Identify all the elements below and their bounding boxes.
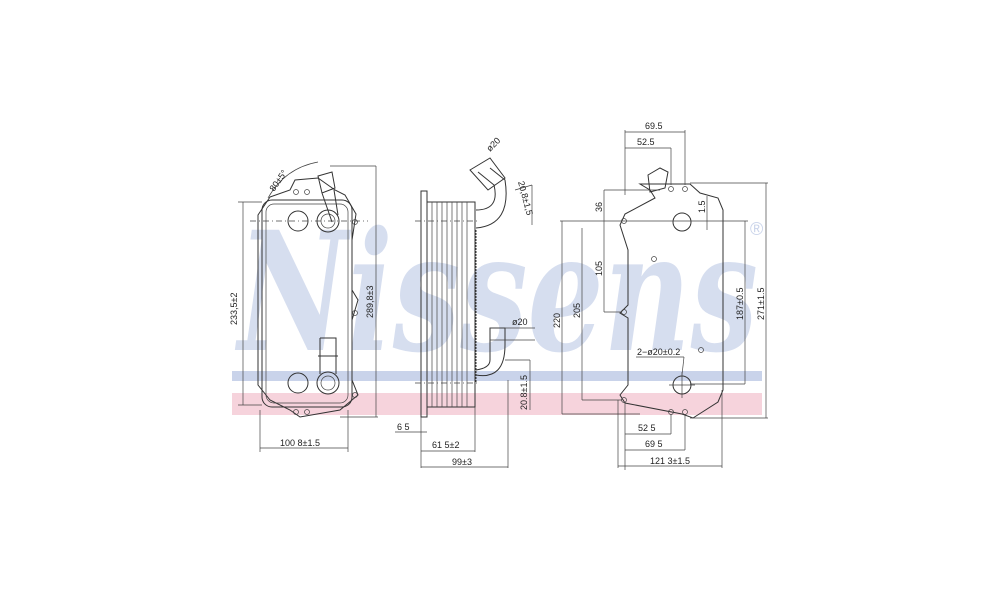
dim-36: 36 xyxy=(594,202,604,212)
dim-width: 100 8±1.5 xyxy=(280,438,320,448)
dim-220: 220 xyxy=(552,313,562,328)
dim-205: 205 xyxy=(572,303,582,318)
dim-bottom-inner: 52 5 xyxy=(638,423,656,433)
watermark-stripe-pink xyxy=(232,393,762,415)
watermark: Nissens ® xyxy=(232,195,763,415)
dim-width: 121 3±1.5 xyxy=(650,456,690,466)
dim-height-right: 289,8±3 xyxy=(365,286,375,318)
dim-depth-core: 61 5±2 xyxy=(432,440,459,450)
dim-holes: 2−ø20±0.2 xyxy=(637,347,680,357)
dim-top-outer: 69.5 xyxy=(645,121,663,131)
dim-187: 187±0.5 xyxy=(735,288,745,320)
dim-105: 105 xyxy=(594,261,604,276)
dim-pipe-bottom-dia: ø20 xyxy=(512,317,528,327)
front-view: 80±5° 233,5±2 289,8±3 100 8±1.5 xyxy=(229,161,378,452)
watermark-logo: Nissens xyxy=(234,195,758,389)
dim-height-left: 233,5±2 xyxy=(229,293,239,325)
dim-1-5: 1.5 xyxy=(697,200,707,213)
dim-bottom-outer: 69 5 xyxy=(645,439,663,449)
dim-pipe-bottom-len: 20.8±1.5 xyxy=(519,375,529,410)
dim-angle: 80±5° xyxy=(267,168,289,193)
dim-depth-total: 99±3 xyxy=(452,457,472,467)
back-view: 69.5 52.5 36 1.5 105 220 205 187±0.5 271… xyxy=(552,121,768,470)
dim-flange: 6 5 xyxy=(397,422,410,432)
dim-top-inner: 52.5 xyxy=(637,137,655,147)
dim-271: 271±1.5 xyxy=(756,288,766,320)
registered-mark: ® xyxy=(750,219,763,239)
watermark-stripe-blue xyxy=(232,371,762,381)
dim-pipe-top-dia: ø20 xyxy=(484,135,502,153)
